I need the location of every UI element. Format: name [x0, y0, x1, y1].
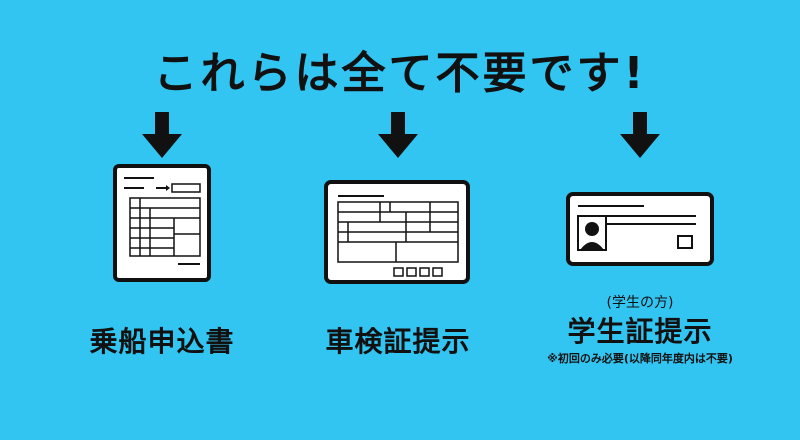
- headline: これらは全て不要です!: [153, 48, 647, 99]
- item-application-form: 乗船申込書: [62, 112, 262, 358]
- vehicle-registration-certificate-icon: [324, 180, 470, 284]
- item-student-id: (学生の方) 学生証提示 ※初回のみ必要(以降同年度内は不要): [522, 112, 758, 365]
- form-document-icon: [113, 164, 211, 282]
- item-note: ※初回のみ必要(以降同年度内は不要): [547, 352, 733, 365]
- down-arrow-icon: [620, 112, 660, 158]
- down-arrow-icon: [378, 112, 418, 158]
- item-label: 乗船申込書: [89, 325, 235, 358]
- item-label: 車検証提示: [325, 325, 471, 358]
- item-label: 学生証提示: [567, 315, 713, 348]
- item-vehicle-registration: 車検証提示: [298, 112, 498, 358]
- down-arrow-icon: [142, 112, 182, 158]
- student-id-card-icon: [566, 192, 714, 266]
- item-label-sub: (学生の方): [606, 295, 674, 311]
